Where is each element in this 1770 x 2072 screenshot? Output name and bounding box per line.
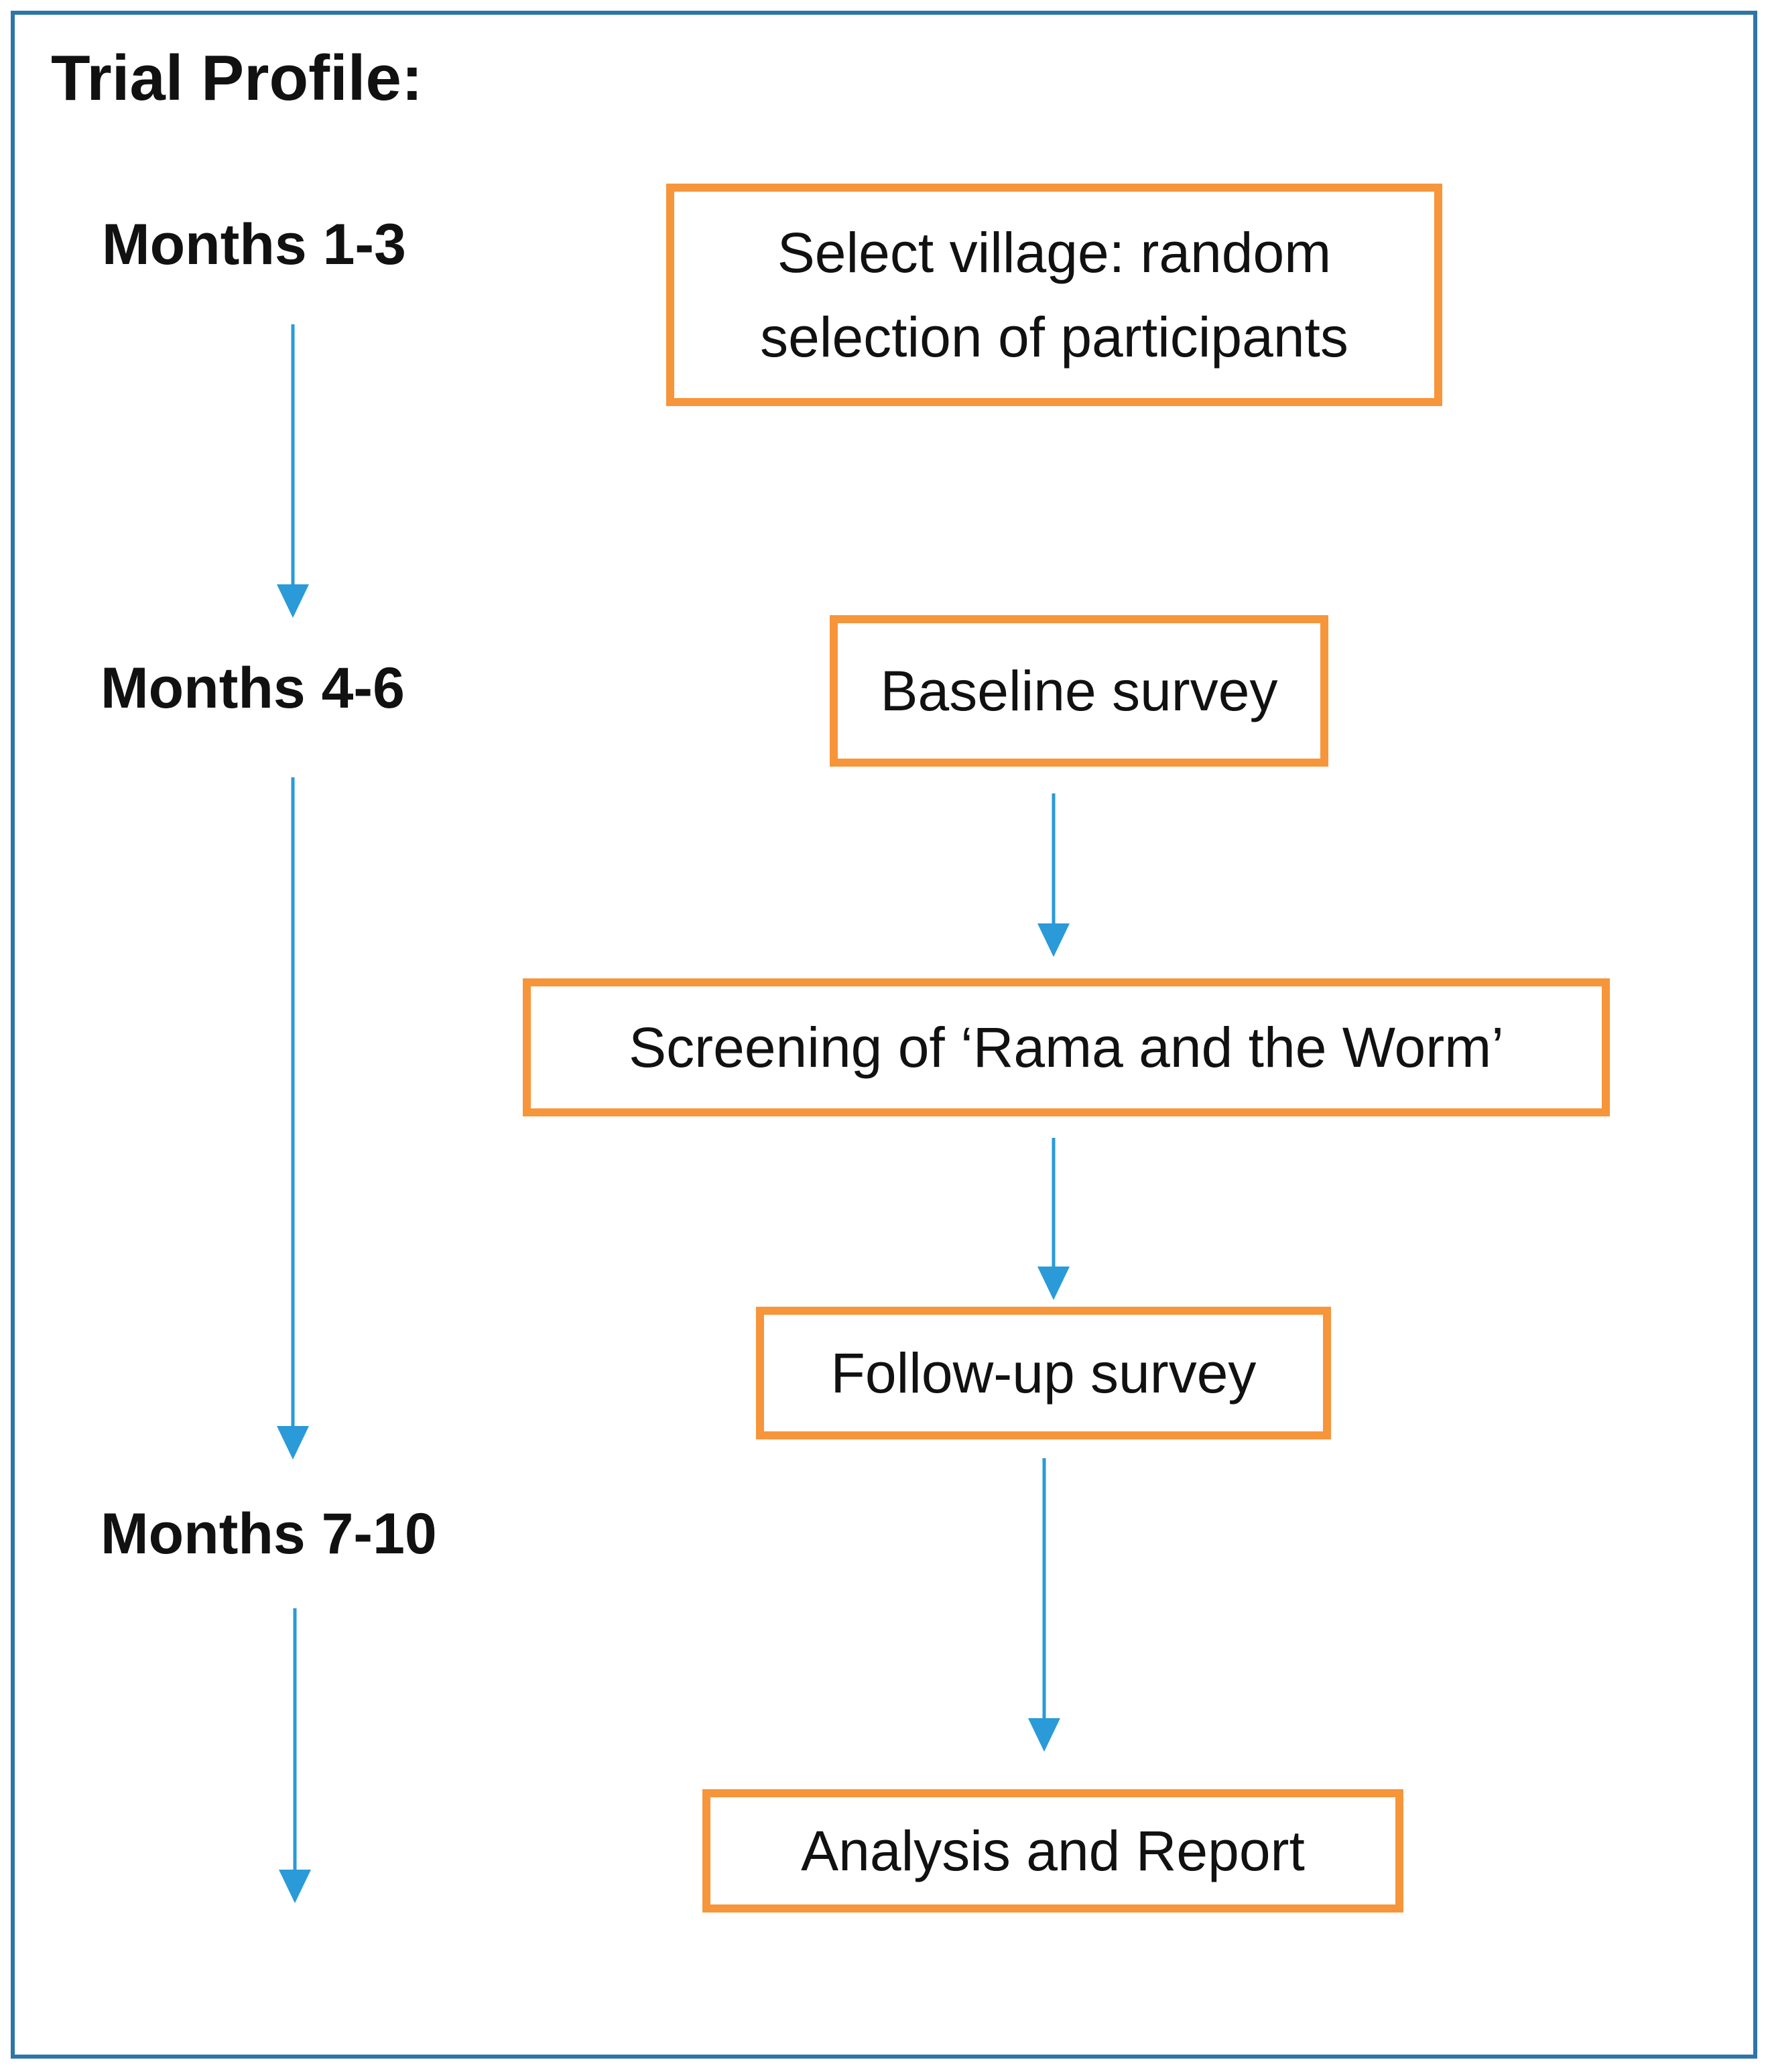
timeline-arrow-3-head — [279, 1870, 311, 1903]
figure-frame — [11, 11, 1757, 2059]
step-screening-label: Screening of ‘Rama and the Worm’ — [629, 1016, 1504, 1079]
figure-title: Trial Profile: — [51, 42, 423, 114]
timeline-arrow-1-head — [277, 584, 309, 618]
flow-arrow-2-head — [1037, 1267, 1070, 1300]
step-select-village: Select village: random selection of part… — [666, 184, 1442, 406]
month-label-2: Months 4-6 — [101, 656, 405, 720]
step-analysis-report: Analysis and Report — [702, 1789, 1403, 1913]
flow-arrow-3-head — [1028, 1718, 1060, 1752]
flow-arrow-1-head — [1037, 923, 1070, 957]
step-select-village-line-2: selection of participants — [760, 306, 1348, 369]
timeline-arrow-2-head — [277, 1426, 309, 1460]
step-screening: Screening of ‘Rama and the Worm’ — [523, 978, 1610, 1116]
step-baseline-survey: Baseline survey — [830, 615, 1328, 767]
step-follow-up-survey: Follow-up survey — [756, 1307, 1331, 1439]
step-select-village-line-1: Select village: random — [777, 221, 1332, 284]
month-label-1: Months 1-3 — [102, 212, 406, 277]
month-label-3: Months 7-10 — [101, 1502, 437, 1566]
step-baseline-survey-label: Baseline survey — [880, 659, 1278, 722]
step-analysis-report-label: Analysis and Report — [801, 1819, 1305, 1882]
step-follow-up-survey-label: Follow-up survey — [830, 1342, 1257, 1405]
